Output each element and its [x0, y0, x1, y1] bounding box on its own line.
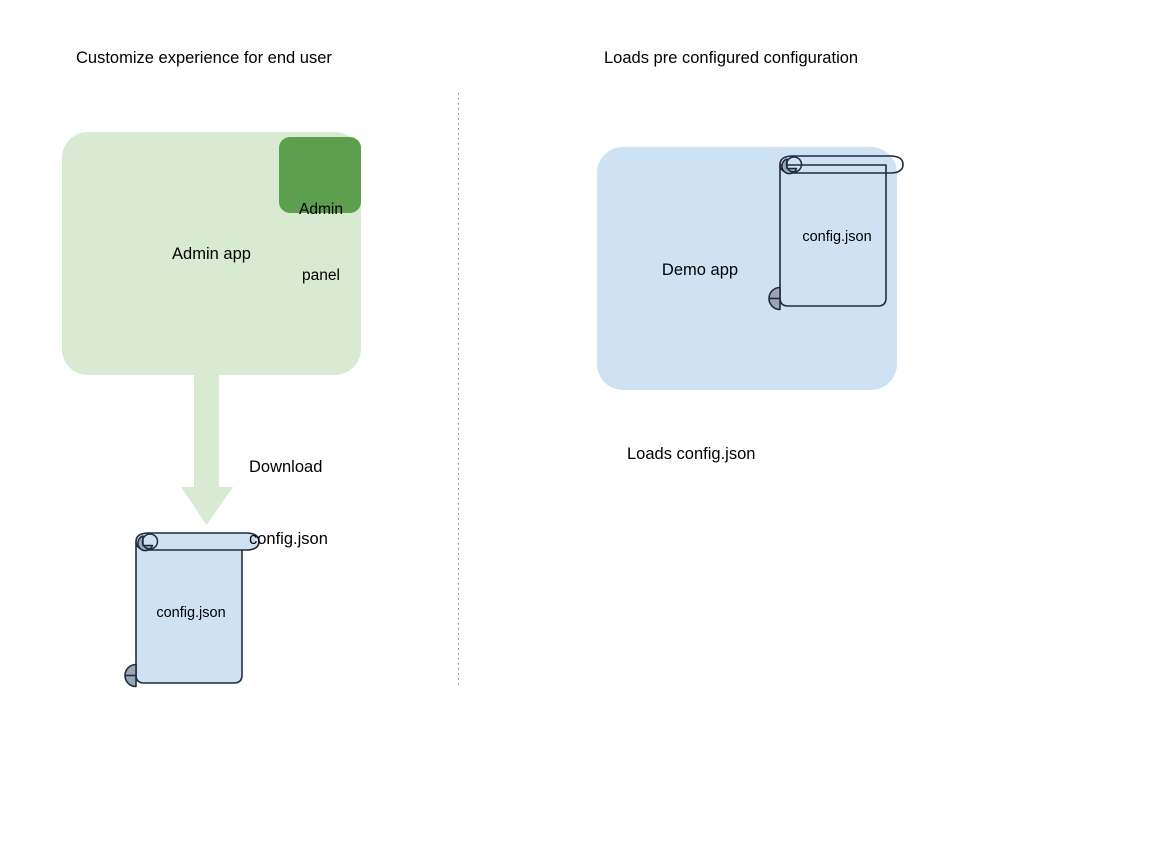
download-arrow-label: Download config.json — [249, 408, 328, 575]
config-json-label-left: config.json — [156, 605, 226, 621]
download-arrow — [181, 360, 233, 525]
config-json-label-right: config.json — [802, 229, 872, 245]
document-top-roll-knob-outline — [785, 156, 803, 173]
loads-config-caption: Loads config.json — [627, 445, 756, 463]
admin-panel-box[interactable] — [279, 137, 361, 213]
download-arrow-label-line1: Download — [249, 457, 323, 476]
admin-panel-label-line1: Admin — [299, 201, 343, 218]
config-json-document-left[interactable] — [124, 532, 260, 688]
admin-app-label: Admin app — [172, 245, 251, 263]
admin-panel-label: Admin panel — [281, 155, 361, 309]
document-top-roll-knob — [781, 158, 798, 175]
document-top-roll-knob-outline — [141, 533, 159, 550]
document-top-roll — [779, 155, 904, 174]
config-json-document-right[interactable] — [768, 155, 904, 311]
document-top-roll — [135, 532, 260, 551]
demo-app-label: Demo app — [661, 261, 739, 279]
left-column-heading: Customize experience for end user — [76, 49, 332, 67]
demo-app-box[interactable] — [597, 147, 897, 390]
admin-panel-label-line2: panel — [302, 267, 340, 284]
download-arrow-label-line2: config.json — [249, 529, 328, 548]
document-top-roll-knob — [137, 535, 154, 552]
right-column-heading: Loads pre configured configuration — [604, 49, 859, 67]
